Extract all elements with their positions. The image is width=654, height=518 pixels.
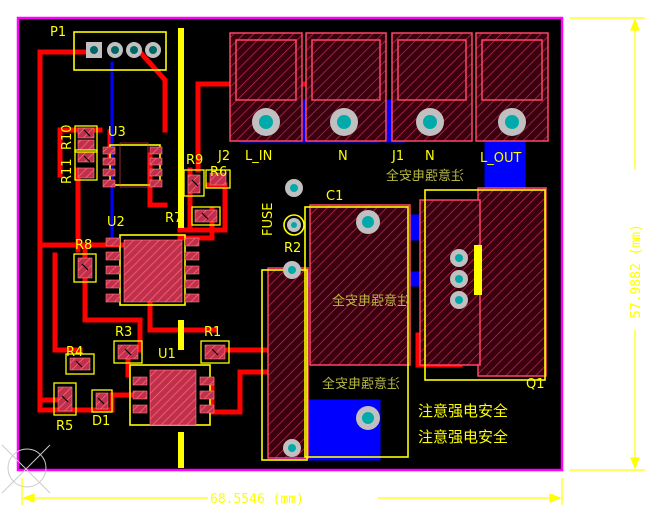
dimension-height-label: 57.9882 (mm)	[629, 224, 644, 318]
label-j2: J2	[217, 149, 230, 164]
label-c1: C1	[326, 189, 343, 204]
mirrored-warning-2: 注意强电安全	[332, 293, 410, 309]
label-r3: R3	[115, 325, 132, 340]
label-fuse: FUSE	[261, 203, 276, 236]
label-r1: R1	[204, 325, 221, 340]
label-u1: U1	[158, 347, 176, 362]
label-r11: R11	[60, 158, 75, 184]
silkscreen-designators: P1 R10 R11 U3 R9 R6 R7 J2 L_IN N J1 N L_…	[50, 25, 545, 434]
mirrored-warning-1: 注意强电安全	[386, 168, 464, 184]
label-r2: R2	[284, 241, 301, 256]
label-n-left: N	[338, 149, 348, 164]
label-l-in: L_IN	[245, 149, 272, 164]
label-q1: Q1	[526, 377, 545, 392]
silkscreen-bar-mid	[178, 320, 184, 350]
silkscreen-bar-upper	[178, 28, 184, 228]
connector-blocks	[229, 32, 549, 459]
silkscreen-bar-lower	[178, 432, 184, 468]
label-r5: R5	[56, 419, 73, 434]
bottom-silk-notes: 注意强电安全 注意强电安全 注意强电安全	[322, 168, 464, 392]
q1-tab-marker	[474, 245, 482, 295]
through-hole-pads	[86, 42, 526, 457]
label-j1: J1	[391, 149, 404, 164]
label-u2: U2	[107, 215, 125, 230]
dimension-width-label: 68.5546 (mm)	[210, 492, 304, 507]
warning-text-1: 注意强电安全	[418, 402, 508, 420]
smd-pads	[57, 127, 227, 426]
mirrored-warning-3: 注意强电安全	[322, 376, 400, 392]
label-r6: R6	[210, 165, 227, 180]
label-r8: R8	[75, 238, 92, 253]
origin-marker	[1, 444, 51, 494]
label-p1: P1	[50, 25, 66, 40]
label-d1: D1	[92, 414, 110, 429]
label-r7: R7	[165, 211, 182, 226]
label-r10: R10	[60, 124, 75, 150]
label-l-out: L_OUT	[480, 151, 521, 166]
pad-markers	[61, 129, 219, 405]
label-n-right: N	[425, 149, 435, 164]
dimension-lines	[21, 17, 645, 505]
resistor-outlines	[53, 125, 231, 416]
label-r4: R4	[66, 345, 83, 360]
warning-text-2: 注意强电安全	[418, 428, 508, 446]
label-u3: U3	[108, 125, 126, 140]
label-r9: R9	[186, 153, 203, 168]
